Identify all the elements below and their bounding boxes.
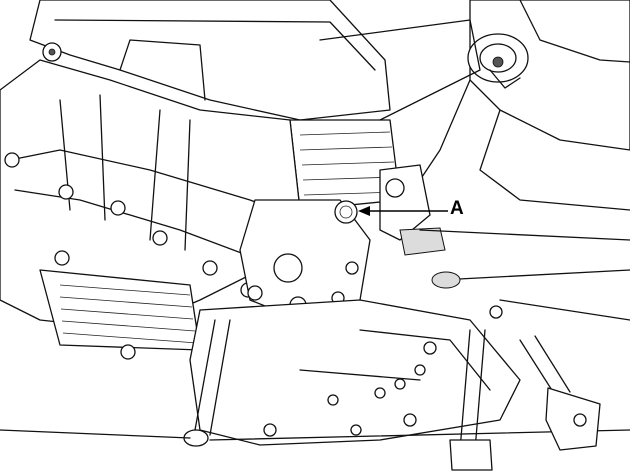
stabilizer-link [449,329,601,471]
mount-bracket [379,164,446,256]
differential-housing [239,199,371,321]
oil-drain-plug [334,200,358,224]
right-frame [419,229,630,321]
callout-leader-line [358,206,448,216]
right-crossmember [419,0,630,211]
oil-pan-fins [39,269,201,360]
upper-subframe [29,0,391,121]
callout-label-a: A [450,198,464,219]
bushing-mount [467,33,529,89]
lower-control-arm [189,299,521,446]
